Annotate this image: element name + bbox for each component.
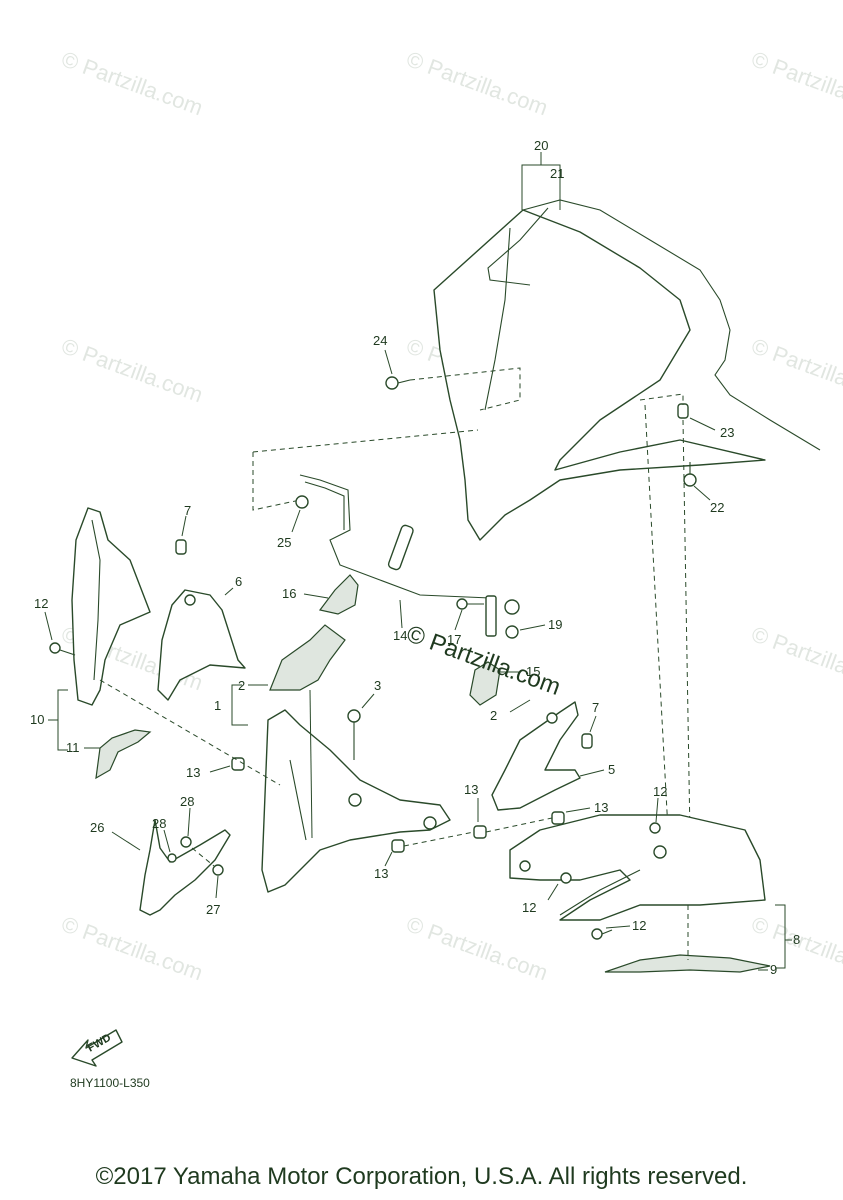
callout-13: 13 <box>594 800 608 815</box>
inner-panel-5[interactable] <box>491 701 581 811</box>
callout-8: 8 <box>793 932 800 947</box>
forward-direction-arrow: FWD <box>71 1029 123 1067</box>
callout-5: 5 <box>608 762 615 777</box>
screw-12-right-mid[interactable] <box>560 872 572 884</box>
callout-1: 1 <box>214 698 221 713</box>
callout-12: 12 <box>34 596 48 611</box>
windshield-part[interactable] <box>433 199 821 541</box>
callout-13: 13 <box>186 765 200 780</box>
callout-9: 9 <box>770 962 777 977</box>
watermark: © Partzilla.com <box>58 911 206 985</box>
watermark: © Partzilla.com <box>748 333 843 407</box>
watermark: © Partzilla.com <box>403 911 551 985</box>
diagram-code: 8HY1100-L350 <box>70 1076 150 1090</box>
callout-12: 12 <box>632 918 646 933</box>
panel-trim-11[interactable] <box>95 729 152 780</box>
screw-12-right-lower[interactable] <box>591 928 613 940</box>
watermark: © Partzilla.com <box>748 911 843 985</box>
grommet-22[interactable] <box>677 403 689 419</box>
callout-20: 21 <box>550 166 564 181</box>
callout-27: 28 <box>180 794 194 809</box>
grommet-7-upper[interactable] <box>175 539 187 555</box>
callout-21: 22 <box>710 500 724 515</box>
under-cover-25[interactable] <box>139 819 231 916</box>
callout-4: 2 <box>490 708 497 723</box>
callout-2: 2 <box>238 678 245 693</box>
callout-10: 10 <box>30 712 44 727</box>
collar-13-b[interactable] <box>391 839 405 853</box>
inner-panel-6[interactable] <box>157 589 246 701</box>
collar-13-d[interactable] <box>551 811 565 825</box>
callout-23: 24 <box>373 333 387 348</box>
side-cowling-8[interactable] <box>509 814 766 921</box>
trim-strip-9[interactable] <box>604 954 771 973</box>
watermark: © Partzilla.com <box>748 46 843 120</box>
callout-25: 26 <box>90 820 104 835</box>
callout-16: 16 <box>282 586 296 601</box>
callout-13: 13 <box>374 866 388 881</box>
watermark: © Partzilla.com <box>58 46 206 120</box>
collar-13-c[interactable] <box>473 825 487 839</box>
callout-6: 6 <box>235 574 242 589</box>
front-cowling-1[interactable] <box>261 709 451 893</box>
grommet-7-right[interactable] <box>581 733 593 749</box>
callout-24: 25 <box>277 535 291 550</box>
screw-3[interactable] <box>347 709 361 760</box>
callout-7: 7 <box>184 503 191 518</box>
callout-13: 13 <box>464 782 478 797</box>
watermark: © Partzilla.com <box>403 46 551 120</box>
screw-21[interactable] <box>683 462 697 487</box>
side-panel-10[interactable] <box>71 507 151 706</box>
callout-19: 20 <box>534 138 548 153</box>
callout-3: 3 <box>374 678 381 693</box>
callout-28: 28 <box>152 816 166 831</box>
stay-bracket-14[interactable] <box>299 474 497 637</box>
watermark: © Partzilla.com <box>58 333 206 407</box>
bolt-17[interactable] <box>456 598 484 610</box>
cover-2[interactable] <box>269 624 346 691</box>
damper-16[interactable] <box>318 574 359 615</box>
callout-12: 12 <box>653 784 667 799</box>
nut-24[interactable] <box>295 495 309 509</box>
nut-26[interactable] <box>212 864 224 876</box>
screw-23[interactable] <box>385 376 411 390</box>
clip-28[interactable] <box>167 853 177 863</box>
callout-7: 7 <box>592 700 599 715</box>
nut-18[interactable] <box>504 599 520 639</box>
screw-27[interactable] <box>180 836 192 848</box>
callout-12: 12 <box>522 900 536 915</box>
copyright-notice: ©2017 Yamaha Motor Corporation, U.S.A. A… <box>95 1163 748 1190</box>
watermark: © Partzilla.com <box>748 621 843 695</box>
callout-14: 14 <box>393 628 407 643</box>
callout-11: 11 <box>66 740 80 755</box>
collar-13-a[interactable] <box>231 757 245 771</box>
screw-12-left[interactable] <box>49 642 76 656</box>
callout-18: 19 <box>548 617 562 632</box>
callout-26: 27 <box>206 902 220 917</box>
callout-17: 17 <box>447 632 461 647</box>
callout-15: 15 <box>526 664 540 679</box>
callout-22: 23 <box>720 425 734 440</box>
screw-12-right-upper[interactable] <box>649 822 661 834</box>
damper-15[interactable] <box>469 661 501 706</box>
